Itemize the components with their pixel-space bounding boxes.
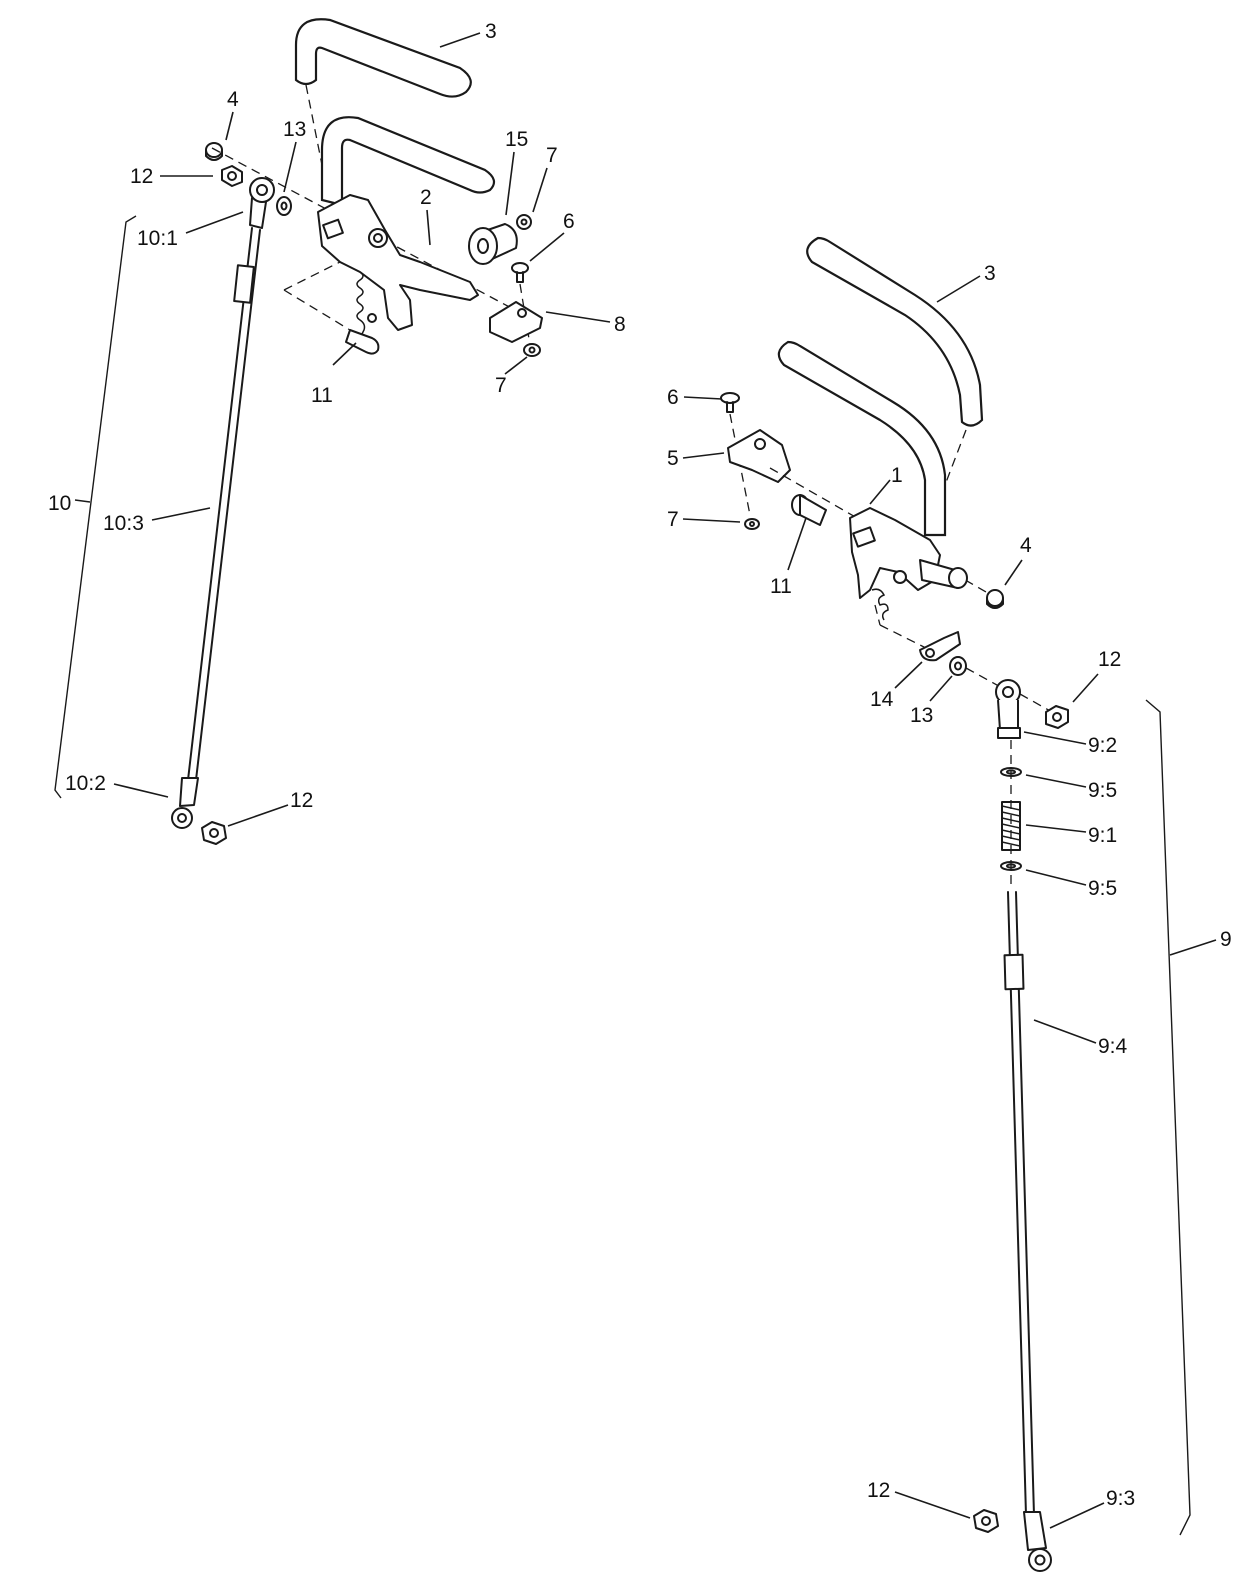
- right-bolt: [720, 392, 740, 413]
- callout-left-damper-nut: 7: [546, 144, 558, 167]
- right-rod-end-top: [995, 679, 1021, 739]
- left-damper: [468, 223, 518, 265]
- right-bushing: [986, 589, 1004, 609]
- right-bracket: [919, 631, 961, 662]
- callout-rod-right-washer-2: 9:5: [1088, 877, 1117, 900]
- callout-left-pin: 11: [311, 384, 333, 407]
- callout-left-lever: 2: [420, 186, 432, 209]
- callout-rod-left-end-top: 10:1: [137, 227, 178, 250]
- callout-left-plate-nut: 7: [495, 374, 507, 397]
- callout-left-bushing: 4: [227, 88, 239, 111]
- left-pin: [345, 329, 380, 355]
- callout-right-bolt: 6: [667, 386, 679, 409]
- callout-right-plate: 5: [667, 447, 679, 470]
- left-grip-dash: [305, 84, 324, 171]
- left-plate: [489, 301, 543, 343]
- right-pin: [791, 494, 827, 526]
- left-bolt: [511, 262, 529, 283]
- callout-right-bushing: 4: [1020, 534, 1032, 557]
- leader-lines: [74, 32, 1217, 1529]
- left-lever: [317, 194, 479, 331]
- right-nut-top: [1045, 705, 1069, 729]
- left-grip-upper: [294, 18, 472, 98]
- right-handle: [777, 340, 947, 537]
- callout-rod-right-end-bottom: 9:3: [1106, 1487, 1135, 1510]
- callout-right-pin: 11: [770, 575, 792, 598]
- callout-rod-right-end-top: 9:2: [1088, 734, 1117, 757]
- right-control-assembly: [720, 236, 1191, 1572]
- right-washer: [949, 656, 967, 676]
- callout-right-nut-7: 7: [667, 508, 679, 531]
- callout-left-nut-top: 12: [130, 165, 153, 188]
- callout-rod-assembly-right: 9: [1220, 928, 1232, 951]
- right-lever-spring: [871, 588, 889, 621]
- left-control-assembly: [54, 18, 543, 845]
- callout-right-nut-top: 12: [1098, 648, 1121, 671]
- right-lever: [849, 507, 941, 599]
- right-rod-spring: [1001, 801, 1021, 851]
- callout-rod-right-washer-1: 9:5: [1088, 779, 1117, 802]
- callout-right-washer: 13: [910, 704, 933, 727]
- left-handle: [320, 116, 496, 207]
- callout-left-washer: 13: [283, 118, 306, 141]
- callout-rod-assembly-left: 10: [48, 492, 71, 515]
- callout-left-grip: 3: [485, 20, 497, 43]
- left-rod-end-top: [249, 177, 275, 229]
- callout-right-nut-bottom: 12: [867, 1479, 890, 1502]
- right-grip-upper: [806, 236, 984, 427]
- right-rod: [1003, 891, 1052, 1572]
- callout-right-lever: 1: [891, 464, 903, 487]
- left-damper-nut: [516, 214, 532, 230]
- left-nut-bottom: [201, 821, 227, 845]
- left-rod: [171, 227, 261, 829]
- callout-left-bolt: 6: [563, 210, 575, 233]
- right-nut-7: [744, 518, 760, 530]
- left-lever-label: [322, 218, 344, 240]
- left-bushing: [205, 142, 223, 161]
- right-nut-bottom: [973, 1509, 999, 1533]
- right-plate: [727, 429, 791, 483]
- left-washer: [276, 196, 292, 216]
- callout-right-grip: 3: [984, 262, 996, 285]
- bracket-10: [54, 215, 137, 799]
- left-nut-top: [221, 165, 243, 187]
- callout-left-plate: 8: [614, 313, 626, 336]
- callout-right-bracket: 14: [870, 688, 894, 711]
- callout-rod-right-spring: 9:1: [1088, 824, 1117, 847]
- callout-rod-right-shaft: 9:4: [1098, 1035, 1128, 1058]
- right-grip-dash: [944, 429, 967, 486]
- callout-left-nut-bottom: 12: [290, 789, 313, 812]
- callout-rod-left-shaft: 10:3: [103, 512, 144, 535]
- bracket-9: [1145, 699, 1191, 1536]
- callout-rod-left-end-bottom: 10:2: [65, 772, 106, 795]
- left-plate-nut: [523, 343, 541, 357]
- left-lever-spring: [356, 271, 366, 339]
- callout-left-damper: 15: [505, 128, 528, 151]
- callout-labels: 3 4 12 13 15 7 2 6 8 7 11 10:1 10 10:3 1…: [48, 20, 1232, 1510]
